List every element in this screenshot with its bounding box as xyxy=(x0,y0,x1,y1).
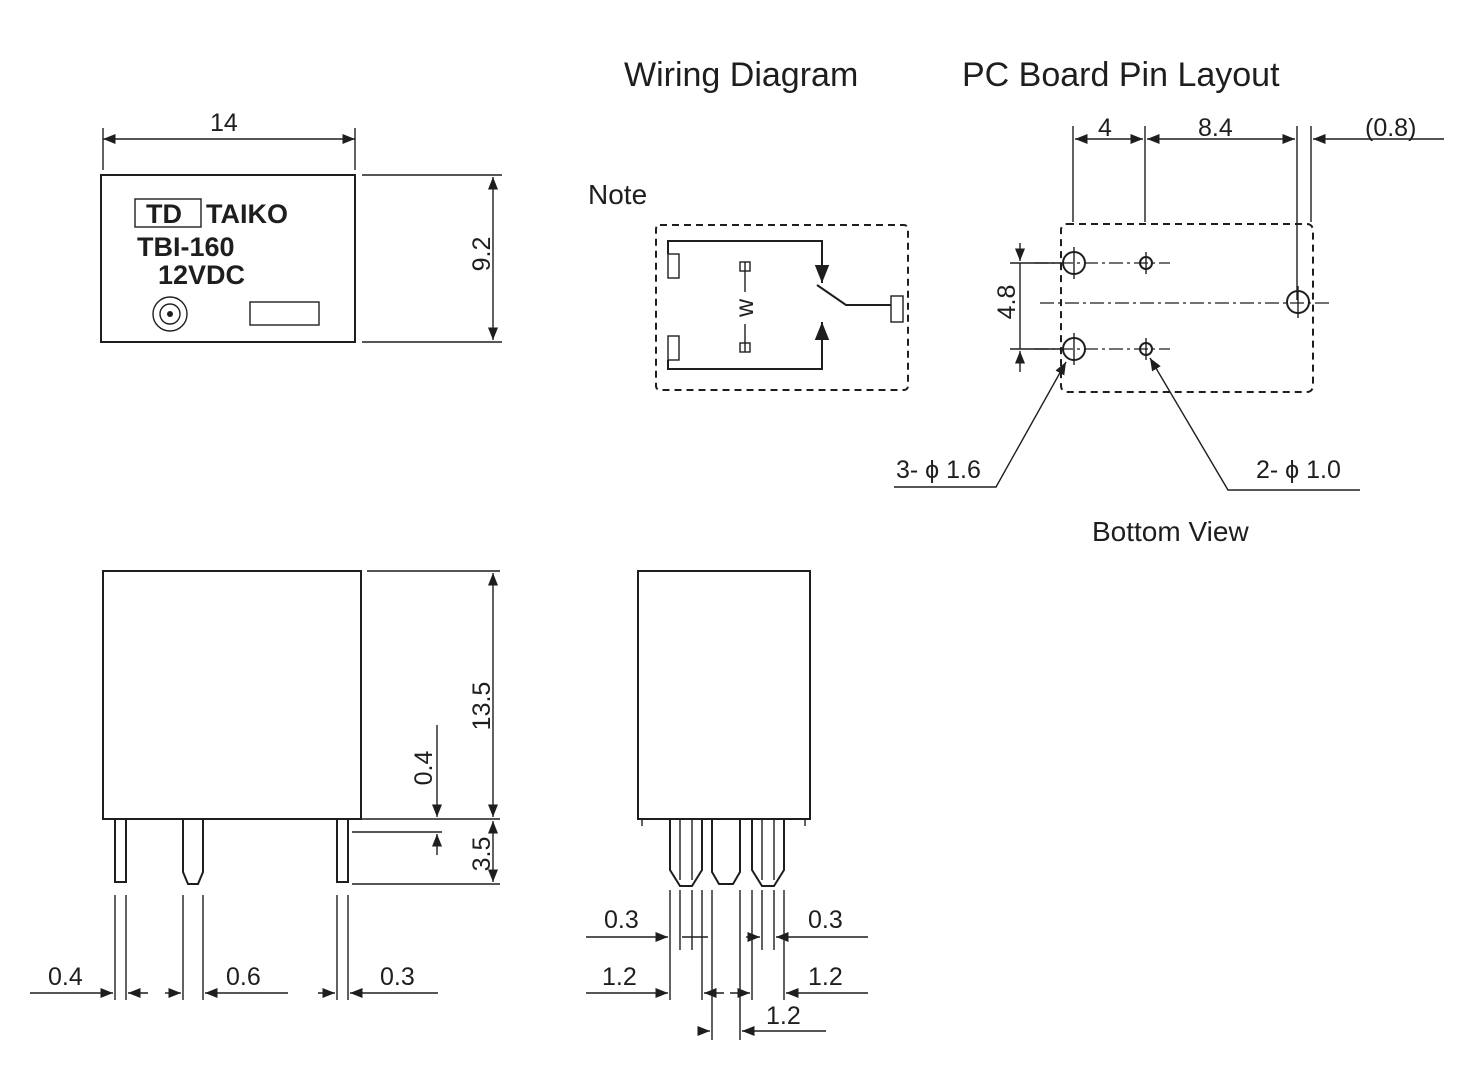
wiring-dashed-frame xyxy=(655,224,909,391)
relay-top-body xyxy=(100,174,356,343)
coil-terminal-bottom xyxy=(667,335,680,361)
dim-body-height: 13.5 xyxy=(468,682,496,731)
dim-offset: (0.8) xyxy=(1365,114,1416,142)
dim-gap-mid: 1.2 xyxy=(766,1002,801,1030)
marking-circle-outer-icon xyxy=(152,296,188,332)
end-view: 0.3 0.3 1.2 1.2 1.2 xyxy=(586,570,868,1040)
common-terminal xyxy=(890,295,904,323)
dim-pin-right: 0.3 xyxy=(380,963,415,991)
model-number: TBI-160 xyxy=(137,232,235,262)
pcb-dashed-outline xyxy=(1060,223,1314,393)
end-lead-middle xyxy=(711,819,741,885)
side-pin-right xyxy=(336,818,349,883)
coil-symbol: w xyxy=(731,298,759,318)
dim-lead-left: 0.3 xyxy=(604,906,639,934)
brand-name: TAIKO xyxy=(206,199,288,229)
dim-row-pitch: 4.8 xyxy=(993,285,1021,320)
side-pin-middle xyxy=(182,819,204,885)
dim-pin-mid: 0.6 xyxy=(226,963,261,991)
dim-pin-length: 3.5 xyxy=(468,837,496,872)
top-view: TD TAIKO TBI-160 12VDC 14 9.2 xyxy=(100,109,502,343)
end-lead-left xyxy=(669,819,703,887)
dim-pitch-b: 8.4 xyxy=(1198,114,1233,142)
end-lead-right xyxy=(751,819,785,887)
brand-box-text: TD xyxy=(146,199,182,229)
pcb-layout-heading: PC Board Pin Layout xyxy=(962,56,1280,94)
relay-side-body xyxy=(102,570,362,820)
dim-width-label: 14 xyxy=(210,109,238,137)
dim-standoff: 0.4 xyxy=(410,751,438,786)
dim-gap-right: 1.2 xyxy=(808,963,843,991)
voltage-rating: 12VDC xyxy=(158,260,245,290)
dim-pin-left: 0.4 xyxy=(48,963,83,991)
coil-terminal-top xyxy=(667,253,680,279)
relay-end-body xyxy=(637,570,811,820)
small-holes-label: 2- ϕ 1.0 xyxy=(1256,456,1341,484)
wiring-diagram: Note w xyxy=(588,179,909,391)
dim-pitch-a: 4 xyxy=(1098,114,1112,142)
large-holes-label: 3- ϕ 1.6 xyxy=(896,456,981,484)
note-label: Note xyxy=(588,179,647,210)
label-window xyxy=(249,301,320,326)
brand-box-outline xyxy=(134,198,202,228)
side-pin-left xyxy=(114,818,127,883)
bottom-view-label: Bottom View xyxy=(1092,516,1249,547)
dim-lead-right: 0.3 xyxy=(808,906,843,934)
side-view: 0.4 0.6 0.3 13.5 0.4 3.5 xyxy=(30,570,500,1000)
wiring-diagram-heading: Wiring Diagram xyxy=(624,56,858,94)
switch-arm xyxy=(816,284,891,306)
pcb-pin-layout: 4 8.4 (0.8) 4.8 3- ϕ 1.6 2- ϕ 1.0 Bottom… xyxy=(894,114,1444,547)
dim-height-label: 9.2 xyxy=(468,237,496,272)
dim-gap-left: 1.2 xyxy=(602,963,637,991)
marking-circle-inner-icon xyxy=(159,303,181,325)
